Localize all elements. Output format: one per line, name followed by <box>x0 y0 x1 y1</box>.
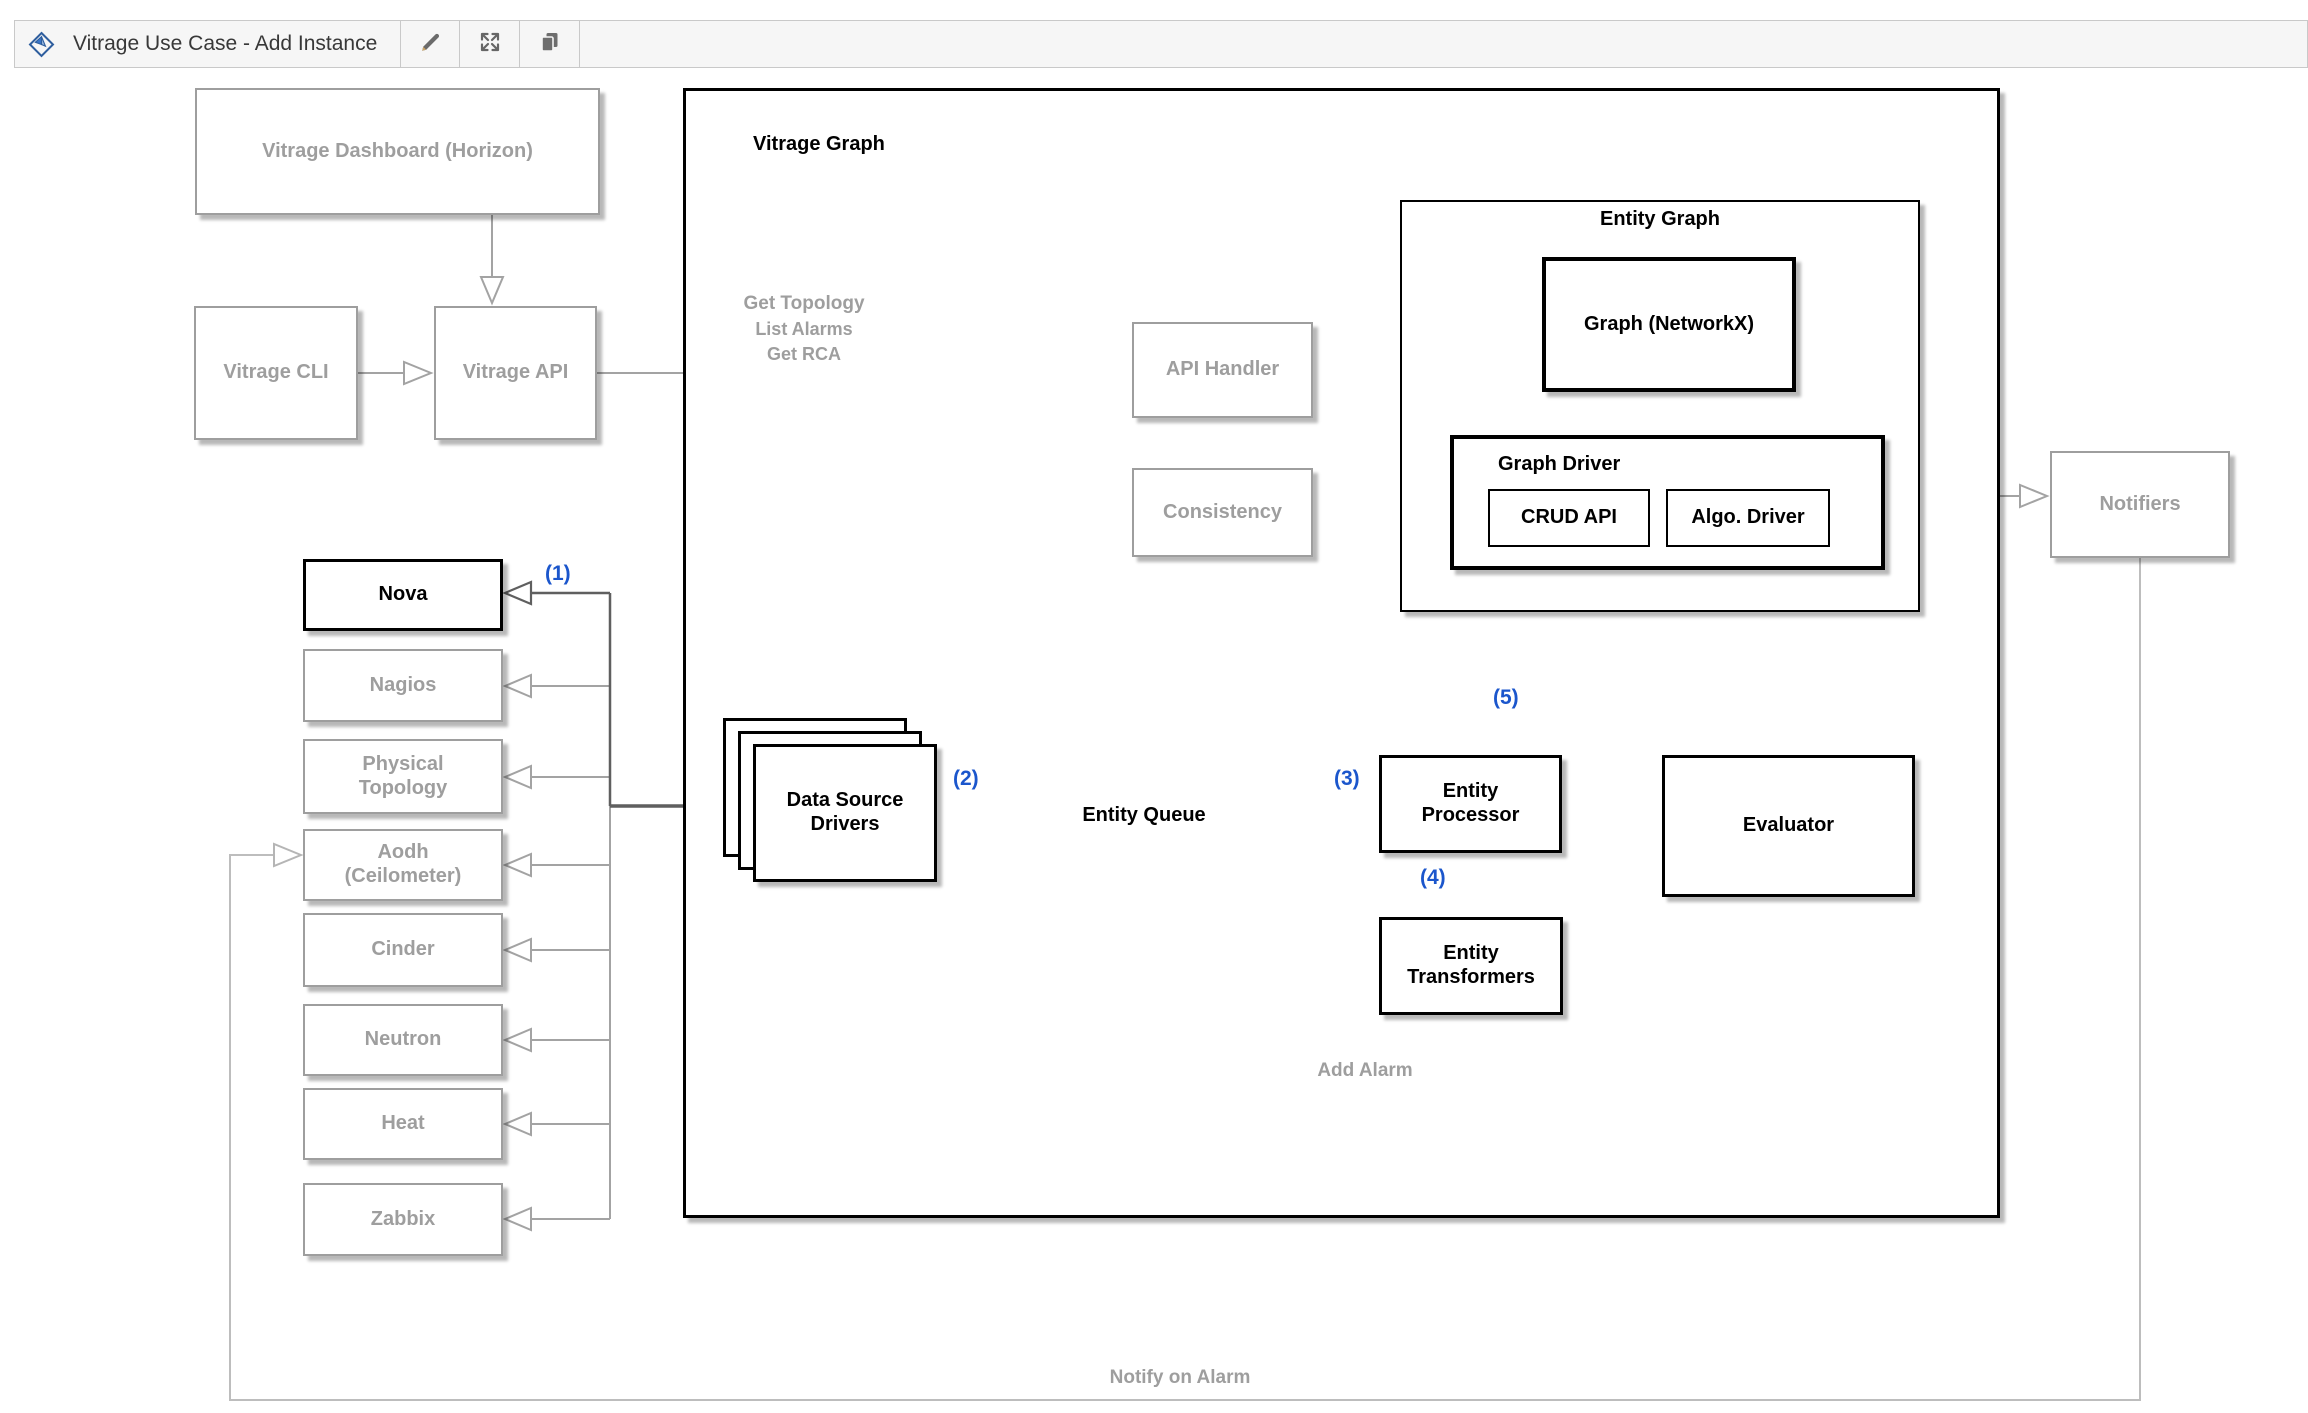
node-label: Physical Topology <box>358 752 448 799</box>
node-algo-driver: Algo. Driver <box>1666 489 1830 547</box>
node-label: Nova <box>378 583 428 606</box>
pencil-icon <box>419 30 443 59</box>
node-consistency: Consistency <box>1132 468 1313 557</box>
node-label: Vitrage Dashboard (Horizon) <box>262 139 533 162</box>
node-crud-api: CRUD API <box>1488 489 1650 547</box>
node-label: Vitrage CLI <box>223 361 329 384</box>
node-entity-processor: Entity Processor <box>1379 755 1562 853</box>
node-source-physical-topology: Physical Topology <box>303 739 503 814</box>
node-source-neutron: Neutron <box>303 1004 503 1076</box>
api-call-get-rca: Get RCA <box>766 344 841 365</box>
node-label: Nagios <box>369 673 437 696</box>
node-label: Neutron <box>364 1028 442 1051</box>
node-api-handler: API Handler <box>1132 322 1313 418</box>
step-2-label: (2) <box>953 767 979 790</box>
node-graph-networkx: Graph (NetworkX) <box>1542 257 1796 392</box>
step-1-label: (1) <box>545 562 571 585</box>
copy-icon <box>538 30 562 59</box>
diagram-logo-icon <box>28 31 55 58</box>
node-source-zabbix: Zabbix <box>303 1183 503 1256</box>
step-4-label: (4) <box>1420 866 1446 889</box>
graph-driver-label: Graph Driver <box>1498 453 1621 475</box>
node-label: Vitrage API <box>462 361 569 384</box>
node-data-source-drivers: Data Source Drivers <box>753 744 937 882</box>
node-label: Algo. Driver <box>1691 506 1805 529</box>
node-label: Cinder <box>371 938 435 961</box>
add-alarm-label: Add Alarm <box>1317 1060 1413 1081</box>
node-source-nagios: Nagios <box>303 649 503 722</box>
node-label: Graph (NetworkX) <box>1583 312 1755 335</box>
node-notifiers: Notifiers <box>2050 451 2230 558</box>
node-label: Heat <box>381 1112 425 1135</box>
node-label: Entity Transformers <box>1407 942 1535 988</box>
api-calls-label: Get Topology List Alarms Get RCA <box>704 291 904 367</box>
node-vitrage-dashboard: Vitrage Dashboard (Horizon) <box>195 88 600 215</box>
entity-graph-label: Entity Graph <box>1599 208 1720 230</box>
node-entity-transformers: Entity Transformers <box>1379 917 1563 1015</box>
node-source-cinder: Cinder <box>303 913 503 987</box>
node-label: Consistency <box>1163 500 1282 523</box>
node-label: Zabbix <box>370 1207 436 1230</box>
step-5-label: (5) <box>1493 686 1519 709</box>
api-call-list-alarms: List Alarms <box>755 319 853 340</box>
node-source-heat: Heat <box>303 1088 503 1160</box>
node-source-aodh: Aodh (Ceilometer) <box>303 829 503 901</box>
step-3-label: (3) <box>1334 767 1360 790</box>
node-label: CRUD API <box>1521 506 1617 529</box>
expand-icon <box>478 30 502 59</box>
node-label: Evaluator <box>1742 814 1835 837</box>
node-vitrage-api: Vitrage API <box>434 306 597 440</box>
node-label: Notifiers <box>2099 492 2181 515</box>
node-label: Data Source Drivers <box>786 789 904 835</box>
node-label: Entity Processor <box>1421 780 1520 826</box>
page-title: Vitrage Use Case - Add Instance <box>73 32 378 55</box>
copy-button[interactable] <box>519 21 580 67</box>
api-call-get-topology: Get Topology <box>743 293 865 314</box>
node-graph-driver: Graph Driver CRUD API Algo. Driver <box>1450 435 1885 570</box>
node-label: API Handler <box>1165 358 1280 381</box>
edit-button[interactable] <box>400 21 460 67</box>
node-source-nova: Nova <box>303 559 503 631</box>
node-evaluator: Evaluator <box>1662 755 1915 897</box>
node-label: Aodh (Ceilometer) <box>344 841 462 887</box>
viewer-toolbar: Vitrage Use Case - Add Instance <box>14 20 2308 68</box>
notify-on-alarm-label: Notify on Alarm <box>1109 1367 1251 1388</box>
fullscreen-button[interactable] <box>459 21 520 67</box>
entity-queue-label: Entity Queue <box>1082 803 1206 826</box>
vitrage-graph-label: Vitrage Graph <box>753 133 885 155</box>
node-vitrage-cli: Vitrage CLI <box>194 306 358 440</box>
